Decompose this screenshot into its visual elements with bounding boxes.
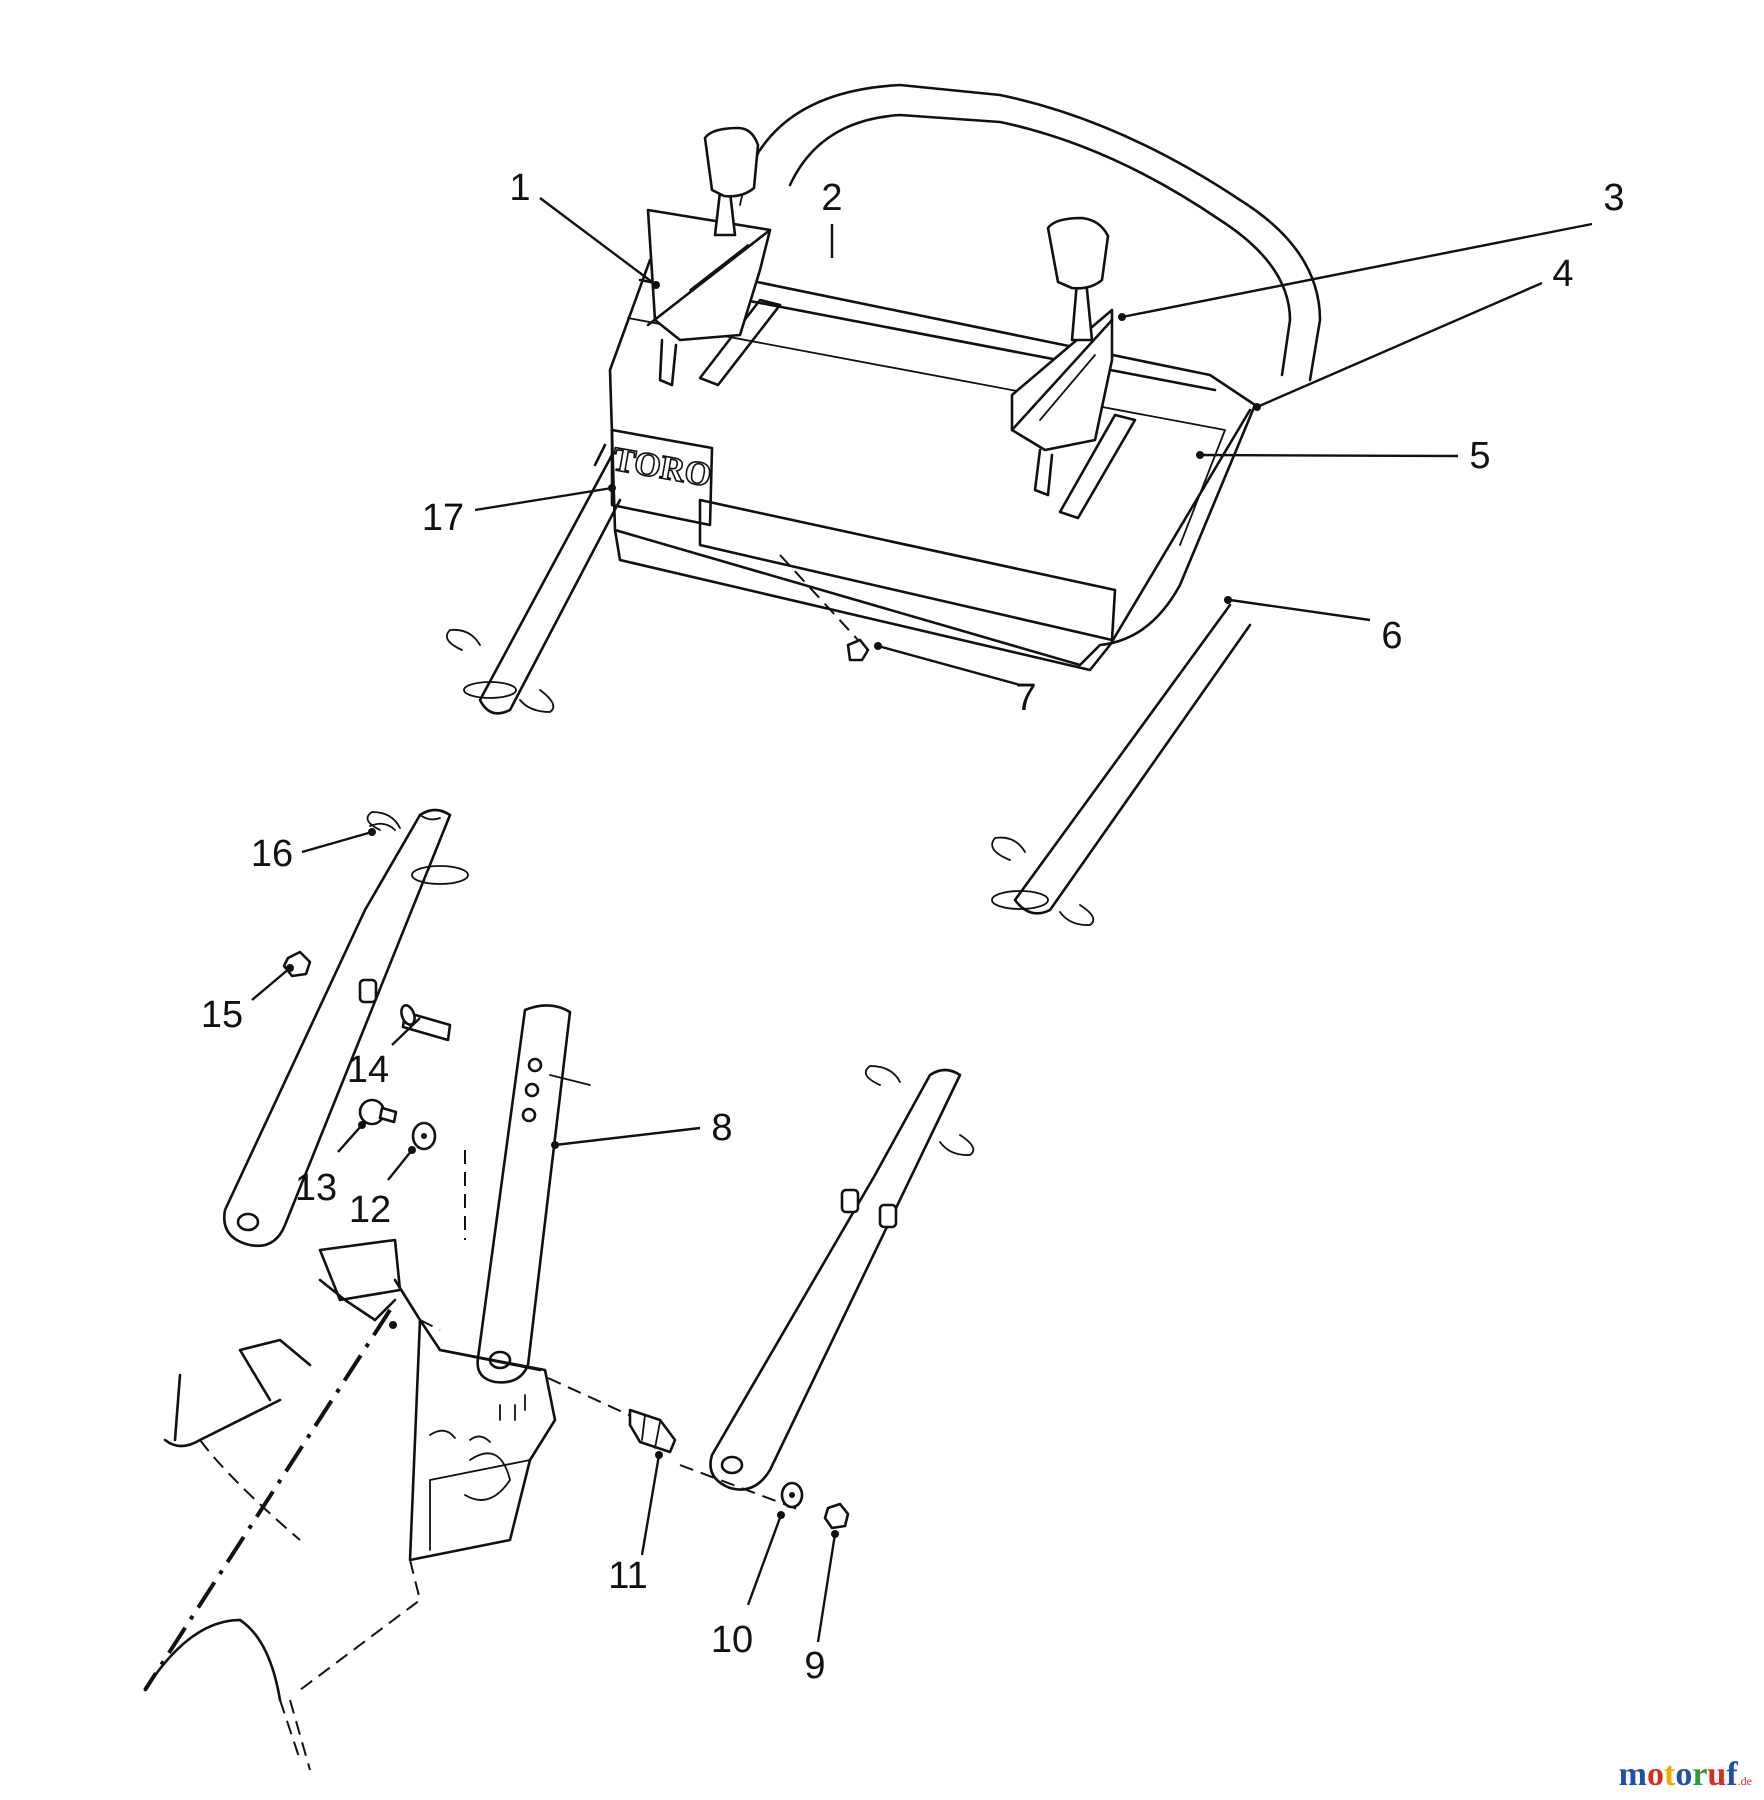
height-adjust-bracket — [476, 1004, 591, 1384]
callout-6: 6 — [1381, 615, 1402, 657]
watermark-letter: u — [1707, 1756, 1727, 1793]
callout-5: 5 — [1469, 435, 1490, 477]
upper-handle-tubes — [446, 443, 1252, 926]
nut-9 — [823, 1502, 850, 1530]
callout-numbers: 1 2 3 4 5 6 7 8 9 10 11 12 13 14 15 16 1… — [201, 167, 1625, 1687]
lower-left-handle — [222, 808, 469, 1248]
watermark-letter: o — [1647, 1756, 1664, 1793]
left-control-lever — [646, 126, 772, 387]
callout-10: 10 — [711, 1619, 753, 1661]
watermark: motoruf.de — [1619, 1756, 1752, 1794]
callout-15: 15 — [201, 994, 243, 1036]
callout-7: 7 — [1015, 677, 1036, 719]
watermark-tld: .de — [1737, 1774, 1752, 1788]
screw-7 — [846, 638, 870, 662]
watermark-letter: o — [1675, 1756, 1693, 1793]
washer-12 — [411, 1121, 437, 1151]
callout-8: 8 — [711, 1107, 732, 1149]
callout-12: 12 — [349, 1189, 391, 1231]
hardware — [282, 638, 870, 1530]
callout-14: 14 — [347, 1049, 389, 1091]
pin-14 — [400, 1004, 452, 1042]
callout-3: 3 — [1603, 177, 1624, 219]
callout-2: 2 — [821, 177, 842, 219]
callout-1: 1 — [509, 167, 530, 209]
shoulder-bolt-11 — [628, 1408, 677, 1454]
callout-9: 9 — [804, 1645, 825, 1687]
nut-15 — [282, 950, 312, 978]
watermark-letter: r — [1692, 1756, 1708, 1793]
mower-housing — [143, 554, 859, 1771]
callout-13: 13 — [295, 1167, 337, 1209]
callout-11: 11 — [608, 1555, 647, 1597]
leader-lines — [251, 197, 1593, 1643]
lower-right-handle — [709, 1065, 975, 1491]
bolt-13 — [358, 1098, 398, 1126]
watermark-letter: m — [1618, 1756, 1647, 1793]
right-control-lever — [1010, 216, 1114, 497]
hairpin-16 — [369, 822, 396, 831]
watermark-letter: t — [1664, 1756, 1676, 1793]
watermark-logo: motoruf — [1619, 1756, 1738, 1793]
callout-16: 16 — [251, 833, 293, 875]
callout-17: 17 — [422, 497, 464, 539]
watermark-letter: f — [1726, 1756, 1738, 1793]
washer-10 — [780, 1481, 804, 1509]
callout-4: 4 — [1552, 253, 1573, 295]
